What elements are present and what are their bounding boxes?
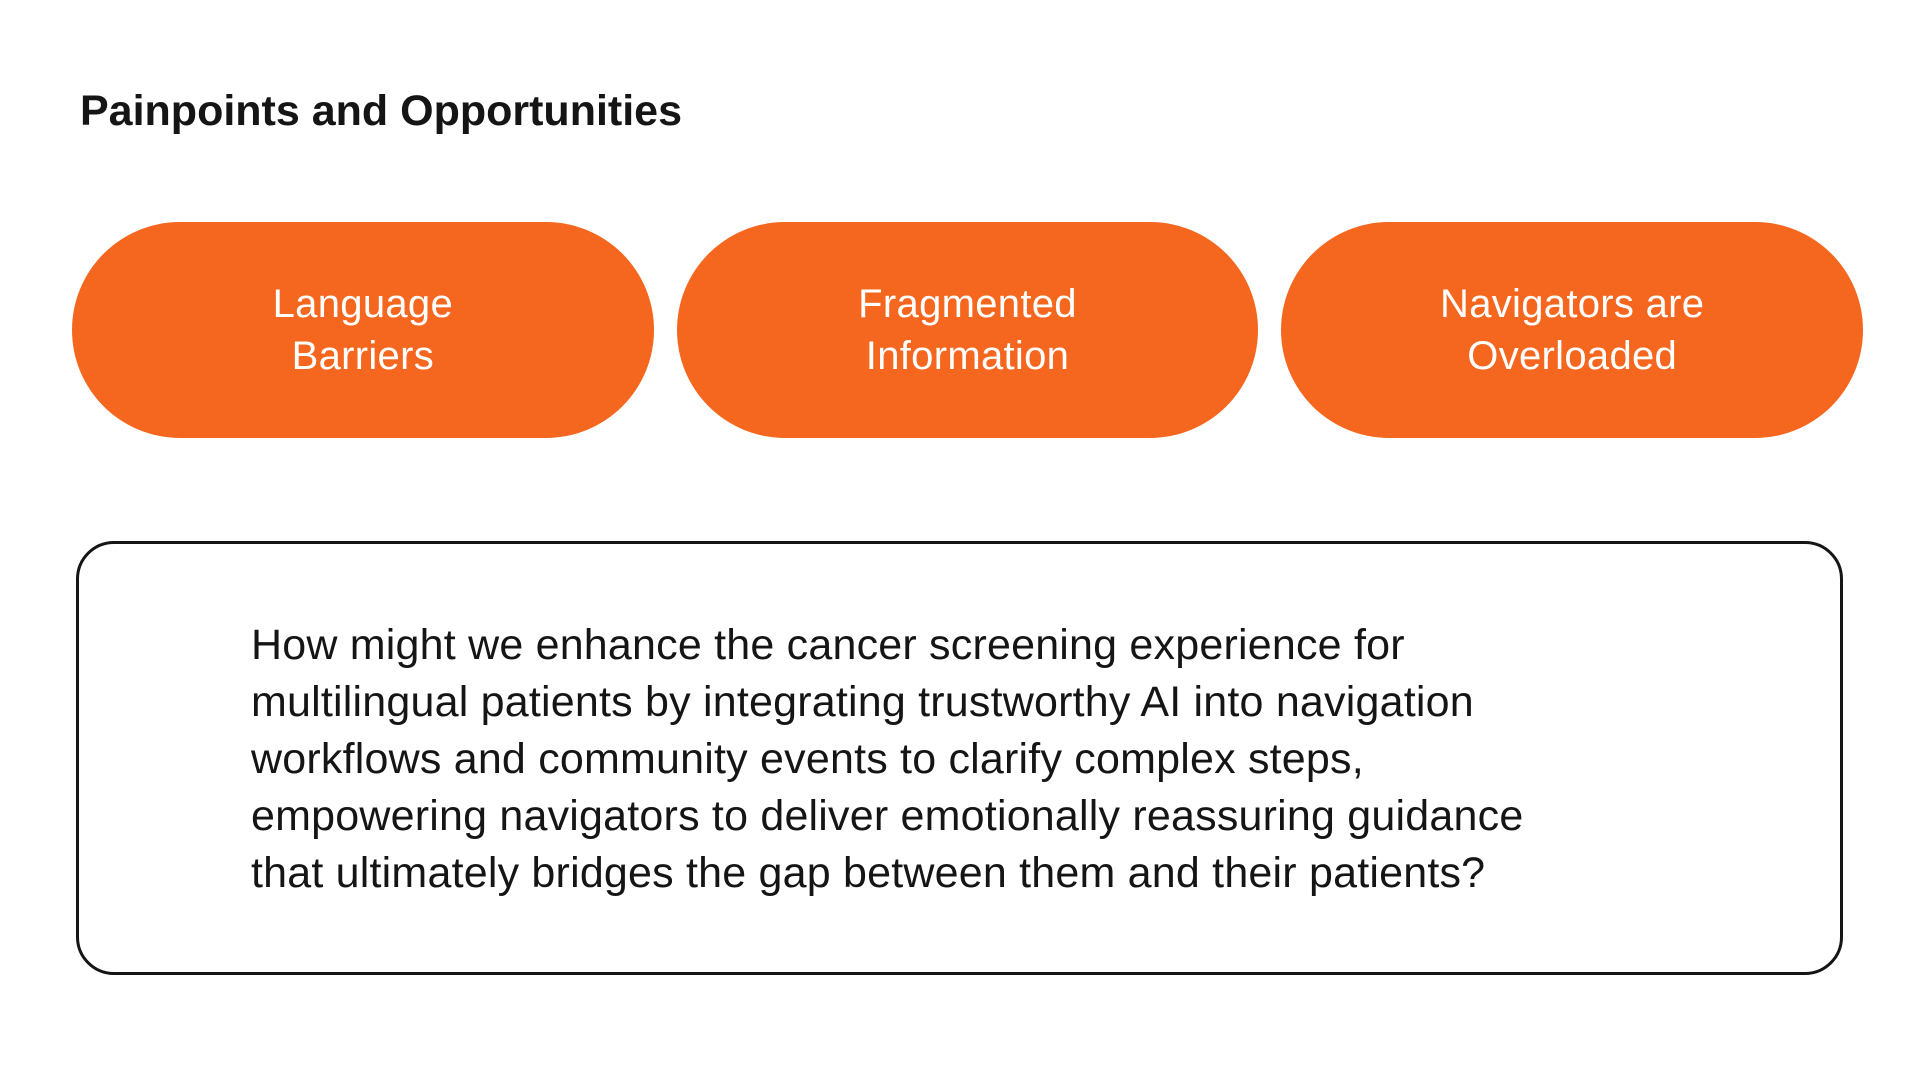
painpoint-label-line: Barriers — [291, 334, 435, 378]
painpoint-label: Language Barriers — [273, 278, 453, 382]
painpoint-pill-language-barriers: Language Barriers — [72, 222, 654, 438]
painpoint-pill-fragmented-information: Fragmented Information — [676, 222, 1259, 438]
hmw-statement-line: multilingual patients by integrating tru… — [251, 678, 1474, 726]
hmw-statement-line: empowering navigators to deliver emotion… — [251, 792, 1524, 840]
page-title: Painpoints and Opportunities — [80, 87, 682, 135]
hmw-statement-line: that ultimately bridges the gap between … — [251, 849, 1486, 897]
painpoint-label-line: Language — [272, 282, 454, 326]
painpoint-label-line: Fragmented — [858, 282, 1077, 326]
painpoint-pill-navigators-overloaded: Navigators are Overloaded — [1281, 222, 1864, 438]
painpoint-label-line: Information — [865, 334, 1070, 378]
painpoint-label: Fragmented Information — [858, 278, 1077, 382]
painpoint-label: Navigators are Overloaded — [1440, 278, 1704, 382]
painpoint-label-line: Navigators are — [1440, 282, 1705, 326]
hmw-statement-line: workflows and community events to clarif… — [251, 735, 1364, 783]
painpoints-row: Language Barriers Fragmented Information… — [72, 222, 1864, 438]
hmw-statement-text: How might we enhance the cancer screenin… — [251, 617, 1523, 902]
painpoint-label-line: Overloaded — [1467, 334, 1678, 378]
hmw-statement-line: How might we enhance the cancer screenin… — [251, 621, 1405, 669]
hmw-statement-box: How might we enhance the cancer screenin… — [76, 541, 1843, 975]
